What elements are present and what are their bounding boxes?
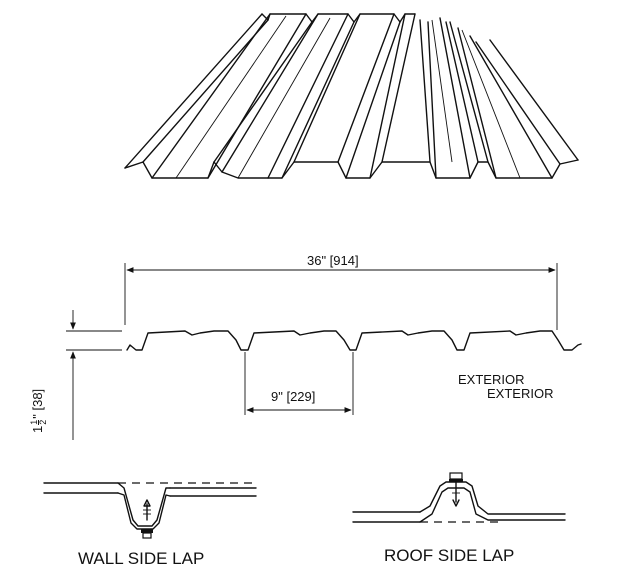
wall-lap-fastener-icon <box>141 499 153 539</box>
wall-side-lap-detail <box>43 482 257 539</box>
isometric-panel <box>124 13 579 179</box>
roof-side-lap-detail <box>352 472 566 523</box>
panel-profile-section <box>124 263 582 351</box>
rib-height-denominator: 2 <box>38 419 49 425</box>
rib-spacing-label: 9" [229] <box>271 389 316 404</box>
exterior-label-1: EXTERIOR <box>458 372 525 387</box>
rib-height-dimension <box>66 310 122 440</box>
roof-lap-fastener-icon <box>449 472 463 507</box>
exterior-label-2: EXTERIOR <box>487 386 554 401</box>
roof-side-lap-caption: ROOF SIDE LAP <box>384 546 515 565</box>
rib-height-whole: 1 <box>30 425 46 433</box>
wall-side-lap-caption: WALL SIDE LAP <box>78 549 205 568</box>
rib-height-suffix: " [38] <box>30 388 46 419</box>
overall-width-label: 36" [914] <box>307 253 359 268</box>
